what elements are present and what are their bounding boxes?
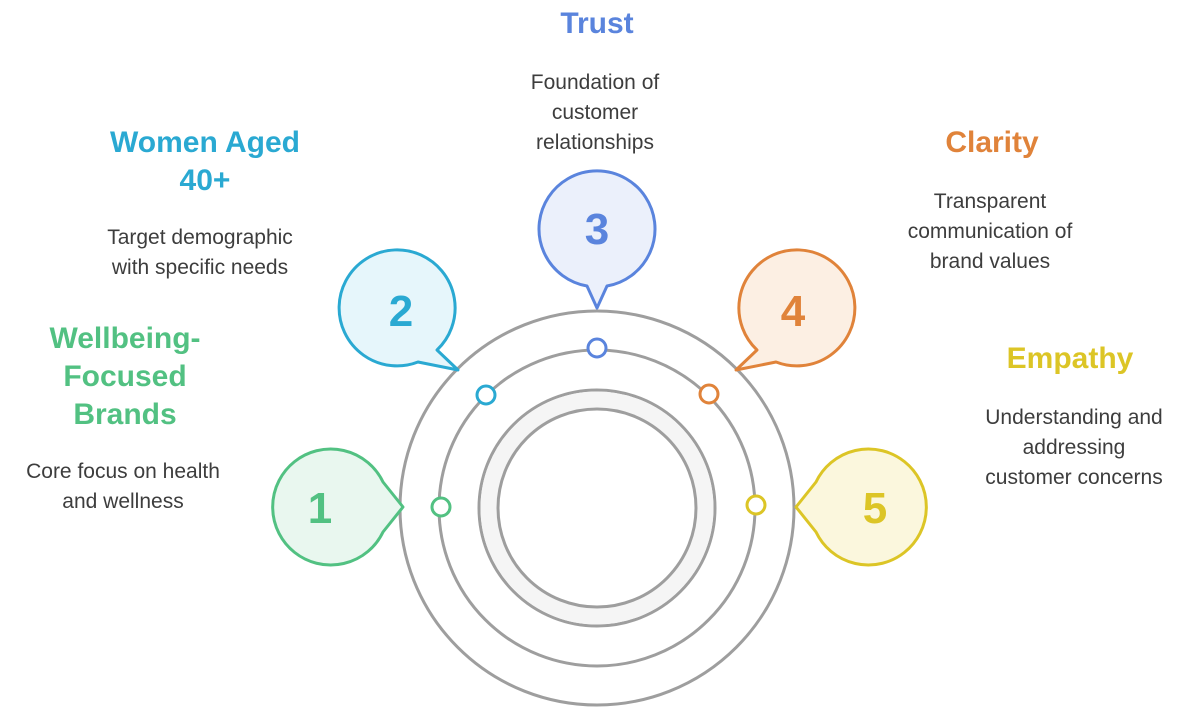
desc-trust-line-1: Foundation of [530,71,660,94]
title-empathy-line: Empathy [1006,342,1134,375]
inner-ring-band [480,391,714,625]
desc-clarity-line-2: communication of [907,220,1073,243]
desc-empathy: Understanding and addressing customer co… [958,403,1190,493]
title-empathy: Empathy [970,340,1170,378]
desc-women-aged: Target demographic with specific needs [70,223,330,283]
desc-women-aged-line-1: Target demographic [107,226,293,249]
bubble-5: 5 [794,447,928,567]
desc-empathy-line-3: customer concerns [985,466,1163,489]
bubble-3-shape [537,169,657,310]
title-wellbeing: Wellbeing- Focused Brands [15,320,235,434]
marker-2 [475,384,497,406]
bubble-2-shape [337,248,460,372]
bubble-5-number: 5 [863,484,887,533]
title-wellbeing-line-1: Wellbeing- [49,322,201,355]
title-trust: Trust [497,5,697,43]
bubble-1: 1 [271,447,405,567]
desc-trust-line-2: customer [551,101,639,124]
desc-clarity: Transparent communication of brand value… [865,187,1115,277]
title-clarity: Clarity [892,124,1092,162]
marker-4 [698,383,720,405]
bubble-2: 2 [337,248,460,372]
desc-wellbeing: Core focus on health and wellness [0,457,246,517]
marker-5 [745,494,767,516]
bubble-5-shape [794,447,928,567]
desc-clarity-line-1: Transparent [933,190,1047,213]
bubble-1-shape [271,447,405,567]
desc-empathy-line-1: Understanding and [985,406,1163,429]
title-wellbeing-line-2: Focused [63,360,187,393]
inner-ring-inner [496,407,698,609]
desc-trust-line-3: relationships [536,131,654,154]
desc-clarity-line-3: brand values [929,250,1051,273]
bubble-4: 4 [734,248,857,372]
center-disc [500,411,694,605]
title-women-aged-line-1: Women Aged [109,126,300,159]
desc-empathy-line-2: addressing [1022,436,1126,459]
marker-3 [586,337,608,359]
title-clarity-line: Clarity [945,126,1039,159]
title-women-aged: Women Aged 40+ [75,124,335,200]
bubble-4-shape [734,248,857,372]
title-women-aged-line-2: 40+ [179,164,231,197]
desc-trust: Foundation of customer relationships [470,68,720,158]
desc-women-aged-line-2: with specific needs [111,256,289,279]
bubble-3: 3 [537,169,657,310]
inner-ring-outer [477,388,717,628]
marker-1 [430,496,452,518]
desc-wellbeing-line-1: Core focus on health [26,460,220,483]
bubble-3-number: 3 [585,205,609,254]
bubble-1-number: 1 [308,484,332,533]
title-wellbeing-line-3: Brands [73,398,177,431]
bubble-4-number: 4 [781,287,806,336]
desc-wellbeing-line-2: and wellness [62,490,184,513]
title-trust-line: Trust [560,7,634,40]
bubble-2-number: 2 [389,287,413,336]
